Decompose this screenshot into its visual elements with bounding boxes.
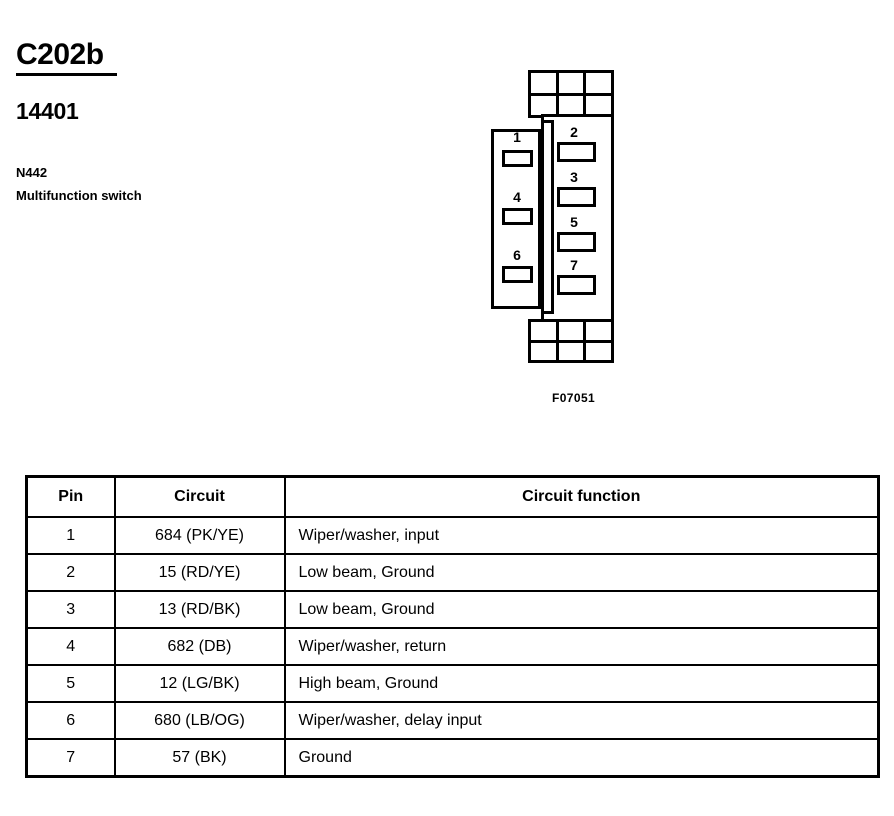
pin-label-6: 6 xyxy=(513,247,521,263)
cell-function: Low beam, Ground xyxy=(283,590,880,629)
pin-label-3: 3 xyxy=(570,169,578,185)
pin-slot-7 xyxy=(557,275,596,295)
cell-circuit: 13 (RD/BK) xyxy=(113,590,286,629)
cell-pin: 1 xyxy=(25,516,116,555)
title-underline-rule xyxy=(16,73,117,76)
cell-circuit: 15 (RD/YE) xyxy=(113,553,286,592)
cell-pin: 2 xyxy=(25,553,116,592)
cell-circuit: 12 (LG/BK) xyxy=(113,664,286,703)
connector-vent-grid-bottom xyxy=(528,319,614,363)
pin-slot-4 xyxy=(502,208,533,225)
cell-function: High beam, Ground xyxy=(283,664,880,703)
connector-id-title: C202b xyxy=(16,38,104,71)
column-header-function: Circuit function xyxy=(283,475,880,518)
column-header-pin: Pin xyxy=(25,475,116,518)
pin-label-7: 7 xyxy=(570,257,578,273)
component-code: N442 xyxy=(16,165,48,180)
cell-function: Low beam, Ground xyxy=(283,553,880,592)
pin-label-4: 4 xyxy=(513,189,521,205)
cell-circuit: 57 (BK) xyxy=(113,738,286,778)
pin-label-1: 1 xyxy=(513,129,521,145)
pin-slot-6 xyxy=(502,266,533,283)
column-header-circuit: Circuit xyxy=(113,475,286,518)
pin-slot-5 xyxy=(557,232,596,252)
cell-circuit: 684 (PK/YE) xyxy=(113,516,286,555)
figure-caption: F07051 xyxy=(552,391,596,405)
cell-function: Wiper/washer, input xyxy=(283,516,880,555)
cell-function: Wiper/washer, delay input xyxy=(283,701,880,740)
cell-pin: 7 xyxy=(25,738,116,778)
component-name: Multifunction switch xyxy=(16,188,142,203)
pin-slot-1 xyxy=(502,150,533,167)
connector-latch-bar xyxy=(541,120,554,314)
cell-pin: 4 xyxy=(25,627,116,666)
part-number: 14401 xyxy=(16,98,79,124)
cell-circuit: 680 (LB/OG) xyxy=(113,701,286,740)
cell-function: Wiper/washer, return xyxy=(283,627,880,666)
cell-function: Ground xyxy=(283,738,880,778)
pin-label-2: 2 xyxy=(570,124,578,140)
connector-vent-grid-top xyxy=(528,70,614,118)
cell-pin: 6 xyxy=(25,701,116,740)
cell-pin: 3 xyxy=(25,590,116,629)
pin-slot-3 xyxy=(557,187,596,207)
table-header-row: Pin Circuit Circuit function xyxy=(25,475,880,518)
pin-label-5: 5 xyxy=(570,214,578,230)
cell-pin: 5 xyxy=(25,664,116,703)
cell-circuit: 682 (DB) xyxy=(113,627,286,666)
connector-diagram: 1 4 6 2 3 5 7 xyxy=(485,62,625,412)
pin-slot-2 xyxy=(557,142,596,162)
